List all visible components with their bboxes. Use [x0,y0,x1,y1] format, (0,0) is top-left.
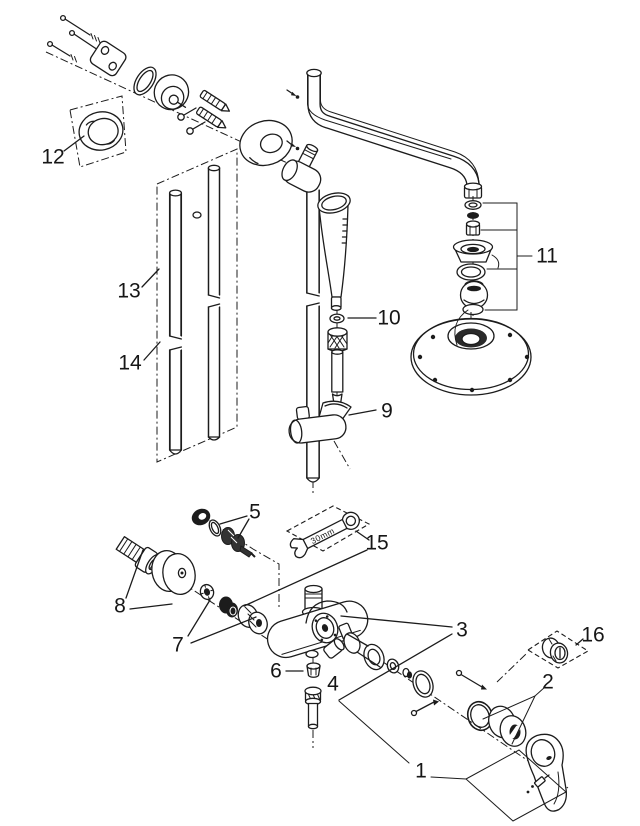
hose-connector [304,686,322,748]
rail-tube-left [168,189,202,455]
leader-5b [237,518,250,539]
callout-4: 4 [327,673,339,696]
washer [464,200,482,210]
leader-15b [243,549,368,607]
arm-grub-screw [286,89,300,99]
riser-pipe [306,189,320,493]
cartridge [338,622,385,671]
rail-tube-right [207,164,221,441]
leader-9 [348,409,377,416]
tee-grub-screw [286,140,300,151]
leader-8a [125,549,144,599]
glide-slider [288,400,377,444]
temperature-limiter [541,637,569,664]
star-washer [199,583,215,601]
fixing-bolt-2 [410,699,439,717]
callout-2: 2 [542,671,554,694]
callout-14: 14 [118,352,142,375]
leader-7a [187,599,211,637]
bracket-1 [338,700,567,822]
leader-3a [340,615,453,628]
callout-11: 11 [536,245,558,268]
mounting-bracket [89,40,127,77]
mounting-screws [46,14,105,63]
small-screw [402,667,413,679]
handle-screw [526,774,550,794]
leader-13 [141,268,160,288]
wrench-panel: 30mm [243,505,371,607]
callout-6: 6 [270,660,282,683]
joint-o-ring [456,263,486,281]
rail-hole [192,211,202,219]
lever-handle [525,733,567,812]
union-o-ring [133,66,157,96]
leader-7b [190,616,257,644]
leader-3b [338,633,453,701]
callout-13: 13 [117,280,140,303]
callout-1: 1 [415,760,427,783]
callout-labels: 1 2 3 4 5 6 7 8 9 10 11 12 13 14 15 16 [41,146,604,783]
wall-flange [153,74,190,111]
handle-group [338,686,567,822]
coupling-cone [221,527,256,558]
seal-ring-panel [63,95,127,168]
leader-15a [355,530,370,541]
callout-9: 9 [381,400,393,423]
callout-12: 12 [41,146,64,169]
head-shower-boss [447,322,495,350]
inlet-union-group [115,536,288,653]
callout-10: 10 [377,307,400,330]
hose-o-ring [329,313,345,324]
arm-connection-parts [452,196,533,317]
fixing-bolt-1 [455,669,487,690]
small-nut [465,220,481,236]
leader-curve [454,309,469,346]
bracket-2 [482,686,546,745]
hand-shower [317,192,351,311]
wall-anchors [177,89,231,135]
body-dome [305,600,348,624]
leader-5a [219,515,248,525]
handle-cap [488,705,527,747]
bracket-11 [480,202,533,311]
glide-rail-panel [141,148,238,463]
callout-5: 5 [249,501,261,524]
temperature-limiter-group [496,630,590,683]
callout-8: 8 [114,595,126,618]
callout-15: 15 [365,532,388,555]
dark-ring [191,508,211,526]
hose-nut [327,327,348,352]
union-escutcheon [151,549,196,596]
leader-16 [575,638,584,646]
head-shower [410,309,532,396]
bottom-outlet [305,649,319,659]
arm-end-nut [463,182,483,199]
wall-escutcheon [239,119,293,167]
hand-shower-group [317,192,377,470]
oval-o-ring [208,519,222,537]
screw-coupling-group [191,508,280,610]
shower-arm [286,68,483,199]
mixer-body-group [266,584,369,748]
callout-16: 16 [581,624,604,647]
hose-end [331,349,344,408]
small-o-ring [462,303,484,316]
check-valve [306,662,321,678]
cone-seal [219,596,238,618]
ball-joint-flange [452,239,494,263]
ball-joint [459,280,489,310]
retaining-ring [412,670,434,698]
leader-12 [63,135,85,152]
leader-8b [129,603,173,610]
callout-3: 3 [456,619,468,642]
pipe-tee-fitting [281,140,322,193]
callout-7: 7 [172,634,184,657]
s-union [115,536,161,575]
leader-14 [143,341,161,361]
cartridge-housing-ring [311,612,339,644]
seal [467,212,479,219]
bottom-knob [323,638,345,659]
